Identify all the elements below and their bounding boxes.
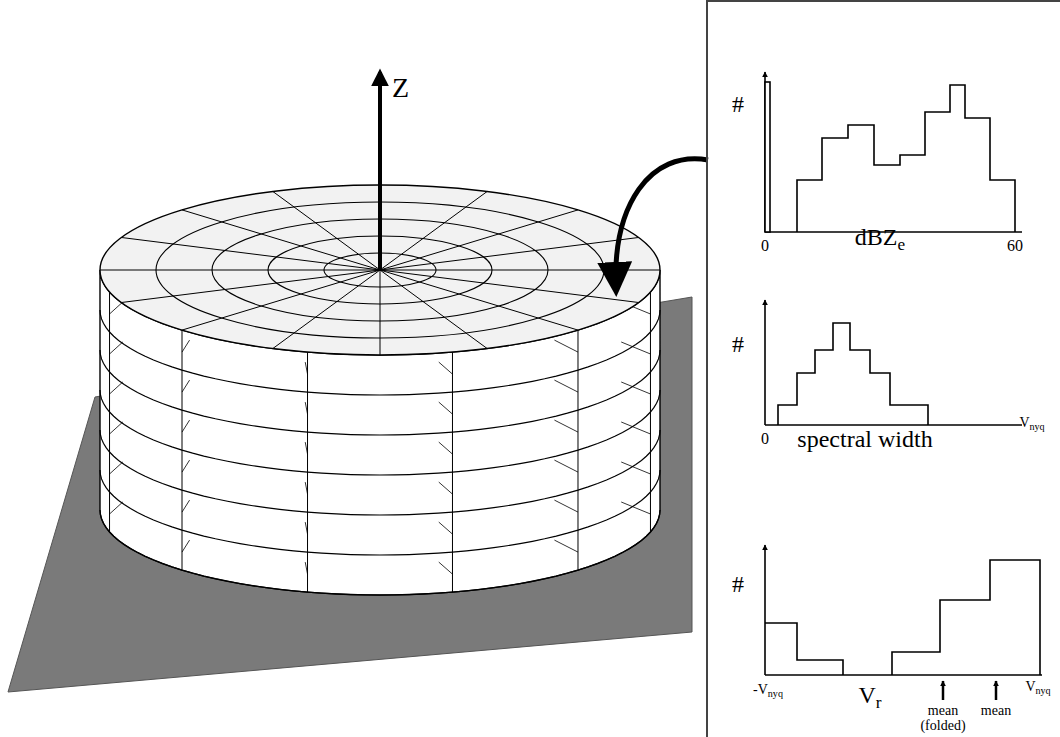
histogram bbox=[765, 545, 1042, 700]
axis-label: # bbox=[732, 332, 744, 357]
axis-label: Z bbox=[392, 73, 409, 102]
tick-label: -Vnyq bbox=[753, 683, 783, 698]
callout-arrow bbox=[616, 159, 708, 290]
panel-border bbox=[707, 0, 1060, 2]
annotation: mean bbox=[981, 704, 1011, 719]
histogram bbox=[765, 72, 1022, 232]
tick-label: 60 bbox=[1007, 238, 1023, 255]
tick-label: Vnyq bbox=[1025, 680, 1050, 695]
panel-border bbox=[706, 0, 708, 737]
tick-label: 0 bbox=[761, 431, 769, 448]
axis-label: # bbox=[732, 92, 744, 117]
annotation: mean (folded) bbox=[913, 704, 973, 733]
axis-title: dBZe bbox=[855, 225, 905, 250]
tick-label: Vnyq bbox=[1019, 416, 1044, 431]
histogram bbox=[765, 300, 1022, 425]
axis-title: Vr bbox=[858, 683, 881, 708]
tick-label: 0 bbox=[761, 238, 769, 255]
axis-label: # bbox=[732, 572, 744, 597]
z-axis bbox=[378, 72, 382, 270]
axis-title: spectral width bbox=[797, 427, 932, 452]
